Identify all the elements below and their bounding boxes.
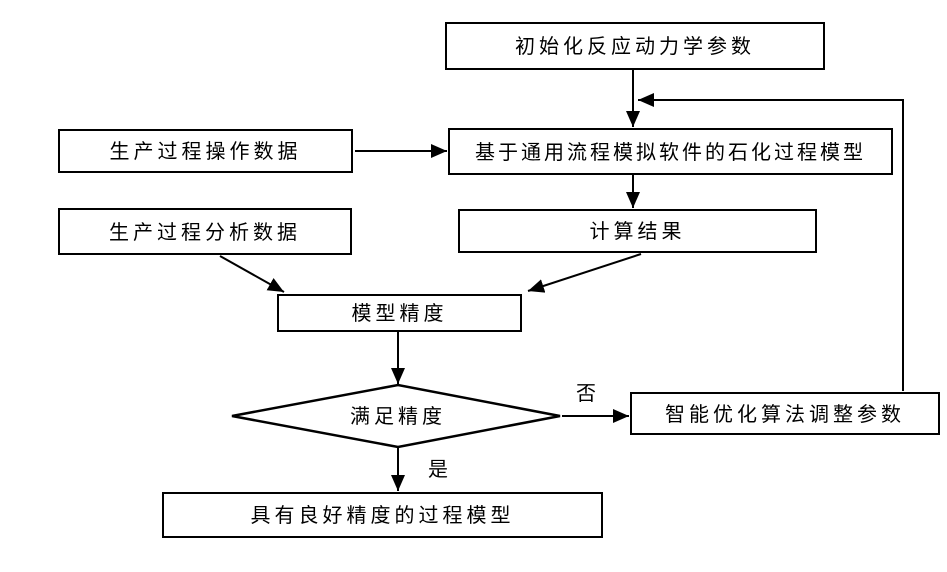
node-final-model-label: 具有良好精度的过程模型 xyxy=(250,503,515,527)
node-operation-data: 生产过程操作数据 xyxy=(58,129,353,173)
node-calc-result: 计算结果 xyxy=(458,209,817,253)
edge-adjust-feedback-to-model xyxy=(638,93,904,391)
node-final-model: 具有良好精度的过程模型 xyxy=(162,492,603,538)
edge-calc-to-accuracy xyxy=(527,253,642,293)
node-analysis-data-label: 生产过程分析数据 xyxy=(109,219,301,244)
node-model-accuracy-label: 模型精度 xyxy=(351,301,448,325)
node-calc-result-label: 计算结果 xyxy=(589,219,686,243)
edge-analysis-to-accuracy xyxy=(219,255,285,293)
node-accuracy-check-label: 满足精度 xyxy=(350,404,446,428)
node-init-params: 初始化反应动力学参数 xyxy=(445,22,825,70)
node-process-model: 基于通用流程模拟软件的石化过程模型 xyxy=(448,128,893,175)
node-adjust-params-label: 智能优化算法调整参数 xyxy=(665,401,905,426)
node-accuracy-check: 满足精度 xyxy=(298,404,498,428)
node-operation-data-label: 生产过程操作数据 xyxy=(109,139,302,163)
edge-label-yes: 是 xyxy=(428,457,448,481)
node-process-model-label: 基于通用流程模拟软件的石化过程模型 xyxy=(475,139,866,164)
edge-label-no: 否 xyxy=(576,381,596,405)
node-adjust-params: 智能优化算法调整参数 xyxy=(630,392,940,435)
node-init-params-label: 初始化反应动力学参数 xyxy=(515,34,755,58)
decision-diamond-shape xyxy=(231,383,561,449)
node-analysis-data: 生产过程分析数据 xyxy=(58,208,352,255)
node-model-accuracy: 模型精度 xyxy=(277,294,522,332)
